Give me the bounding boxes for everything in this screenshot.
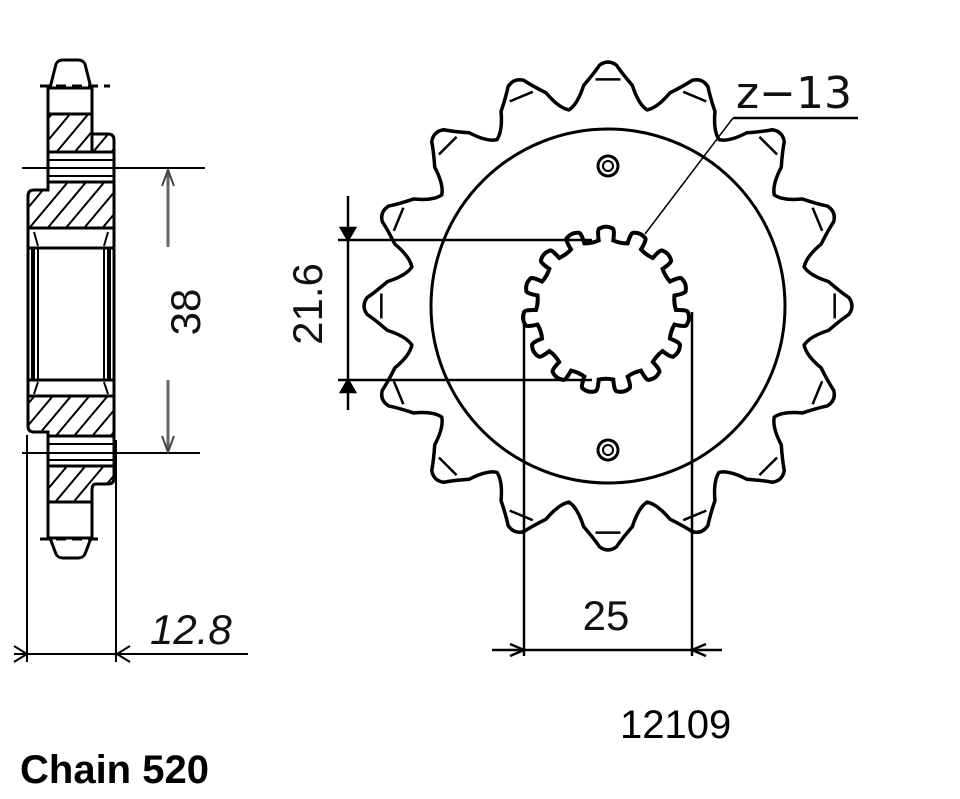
bolt-hole-bottom — [596, 438, 620, 462]
side-bottom-tooth — [48, 537, 93, 560]
dim-25-label: 25 — [583, 592, 630, 639]
dimension-25 — [492, 312, 722, 658]
dim-38-label: 38 — [162, 289, 209, 336]
side-top-hatch — [46, 112, 94, 154]
side-top-tooth — [48, 58, 93, 89]
pitch-circle — [429, 127, 787, 485]
bolt-hole-top — [596, 154, 620, 178]
sprocket-front-view — [362, 60, 854, 552]
chain-label: Chain 520 — [20, 748, 209, 792]
pitch-lines — [40, 84, 110, 541]
dimension-38: 38 — [22, 167, 209, 455]
part-number: 12109 — [620, 703, 731, 747]
side-section-view — [26, 58, 116, 560]
tooth-tip-marks — [380, 78, 836, 534]
teeth-count-label: z−13 — [736, 68, 852, 119]
sprocket-outer-profile — [362, 60, 854, 552]
teeth-leader — [644, 116, 858, 235]
dim-12-8-label: 12.8 — [150, 606, 232, 653]
dimension-12-8 — [13, 435, 248, 663]
dimension-21-6 — [338, 196, 592, 410]
spline-bore — [521, 224, 691, 394]
dim-21-6-label: 21.6 — [284, 263, 331, 345]
